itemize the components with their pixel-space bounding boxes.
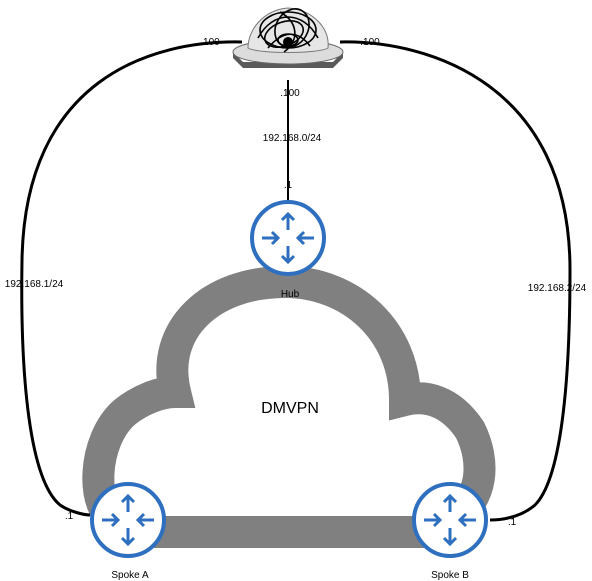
link-spoke-b-internet — [339, 40, 572, 522]
hub-name: Hub — [281, 289, 300, 300]
link-spoke-a-internet — [20, 40, 243, 517]
internet-ip-left: .100 — [200, 37, 220, 48]
spoke-b-uplink-ip: .1 — [508, 517, 517, 528]
spoke-a-uplink-ip: .1 — [65, 511, 74, 522]
spoke-a-subnet-label: 192.168.1/24 — [5, 279, 64, 290]
spoke-a-router — [90, 482, 166, 558]
spoke-a-name: Spoke A — [111, 570, 149, 581]
cloud-label: DMVPN — [261, 400, 319, 417]
spoke-b-subnet-label: 192.168.2/24 — [528, 283, 587, 294]
internet-ip-down: .100 — [280, 88, 300, 99]
internet-ip-right: .100 — [360, 37, 380, 48]
dmvpn-cloud — [82, 265, 496, 535]
hub-router — [250, 200, 326, 276]
spoke-b-name: Spoke B — [431, 570, 469, 581]
spoke-b-router — [412, 482, 488, 558]
internet-cloud-icon — [232, 7, 344, 68]
hub-subnet-label: 192.168.0/24 — [263, 133, 322, 144]
hub-uplink-ip: .1 — [284, 180, 293, 191]
